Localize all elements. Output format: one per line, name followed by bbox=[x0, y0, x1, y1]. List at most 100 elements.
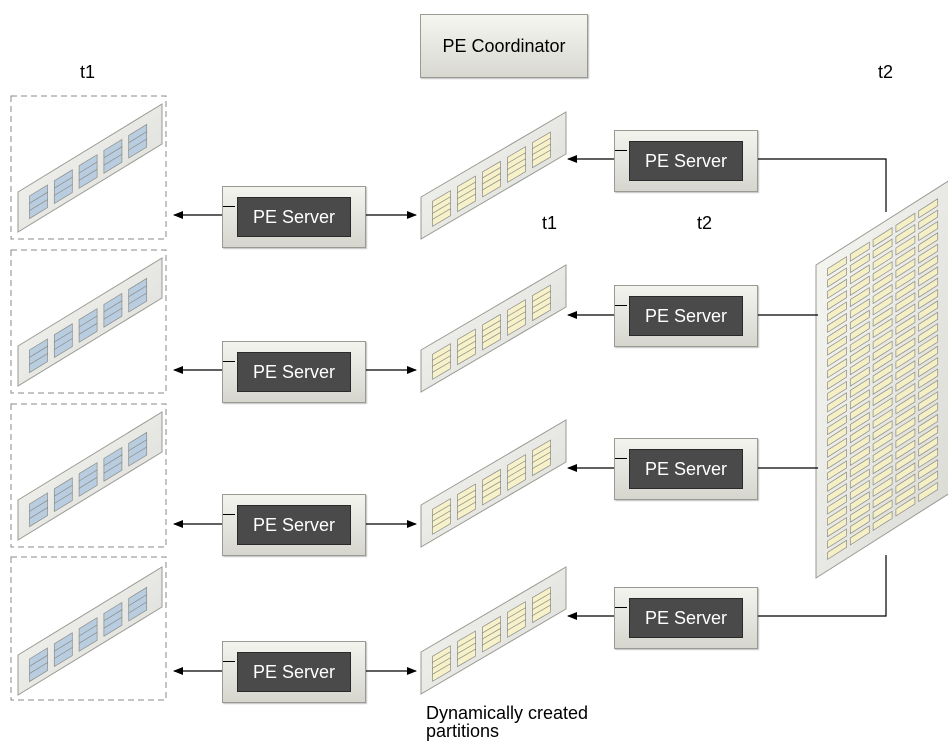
table-cell bbox=[827, 392, 847, 413]
connector-tick bbox=[223, 514, 235, 515]
table-cell bbox=[895, 371, 916, 392]
t1-mid-label: t1 bbox=[542, 213, 558, 233]
table-cell bbox=[849, 468, 870, 489]
table-cell bbox=[827, 312, 847, 334]
table-cell bbox=[457, 501, 476, 521]
table-cell bbox=[895, 496, 916, 517]
pe-server-right-3: PE Server bbox=[614, 438, 758, 500]
pe-server-label: PE Server bbox=[237, 197, 351, 237]
table-cell bbox=[895, 314, 916, 336]
table-cell bbox=[918, 277, 939, 298]
table-cell bbox=[918, 391, 939, 412]
table-cell bbox=[872, 283, 893, 305]
table-cell bbox=[827, 482, 847, 504]
table-cell bbox=[827, 267, 847, 288]
table-cell bbox=[827, 358, 847, 379]
connector-tick bbox=[615, 607, 627, 608]
pe-server-label: PE Server bbox=[237, 652, 351, 692]
pe-coordinator-box: PE Coordinator bbox=[420, 14, 588, 78]
table-cell bbox=[827, 505, 847, 526]
pe-server-right-4: PE Server bbox=[614, 587, 758, 649]
table-cell bbox=[918, 447, 939, 469]
table-cell bbox=[827, 256, 847, 277]
table-cell bbox=[53, 491, 73, 513]
table-cell bbox=[895, 337, 916, 358]
connector-tick bbox=[223, 361, 235, 362]
table-cell bbox=[849, 423, 870, 444]
pe-server-label: PE Server bbox=[629, 449, 743, 489]
table-cell bbox=[872, 249, 893, 271]
table-cell bbox=[918, 379, 939, 401]
table-cell bbox=[78, 322, 98, 343]
table-cell bbox=[895, 360, 916, 381]
table-cell bbox=[849, 264, 870, 285]
table-cell bbox=[849, 377, 870, 399]
connector-tick bbox=[223, 206, 235, 207]
table-cell bbox=[432, 663, 451, 682]
pe-server-label: PE Server bbox=[629, 141, 743, 181]
table-cell bbox=[103, 153, 123, 174]
table-cell bbox=[849, 389, 870, 410]
connector-tick bbox=[615, 150, 627, 151]
t1-table-4 bbox=[17, 566, 163, 696]
table-cell bbox=[532, 302, 551, 322]
table-cell bbox=[827, 301, 847, 322]
table-cell bbox=[872, 385, 893, 407]
table-cell bbox=[532, 149, 551, 169]
table-cell bbox=[872, 476, 893, 498]
table-cell bbox=[918, 436, 939, 457]
pe-coordinator-label: PE Coordinator bbox=[442, 36, 566, 56]
table-cell bbox=[872, 374, 893, 395]
table-cell bbox=[849, 320, 870, 342]
table-cell bbox=[457, 346, 476, 366]
table-cell bbox=[827, 324, 847, 345]
table-cell bbox=[827, 494, 847, 515]
table-cell bbox=[872, 454, 893, 475]
table-cell bbox=[482, 633, 501, 653]
table-cell bbox=[507, 317, 526, 336]
table-cell bbox=[872, 465, 893, 486]
table-cell bbox=[918, 402, 939, 423]
table-cell bbox=[849, 252, 870, 274]
table-cell bbox=[918, 254, 939, 276]
table-cell bbox=[53, 183, 73, 205]
table-cell bbox=[507, 164, 526, 183]
connector-tick bbox=[615, 458, 627, 459]
table-cell bbox=[872, 351, 893, 373]
table-cell bbox=[895, 439, 916, 460]
table-cell bbox=[872, 408, 893, 429]
table-cell bbox=[482, 331, 501, 351]
table-cell bbox=[918, 413, 939, 435]
table-cell bbox=[872, 227, 893, 248]
table-cell bbox=[895, 394, 916, 415]
table-cell bbox=[918, 345, 939, 367]
table-cell bbox=[872, 488, 893, 509]
table-cell bbox=[103, 461, 123, 482]
connector-tick bbox=[615, 305, 627, 306]
t1-partition-box-2 bbox=[10, 249, 167, 394]
table-cell bbox=[827, 471, 847, 492]
table-cell bbox=[849, 502, 870, 523]
table-cell bbox=[872, 431, 893, 452]
table-cell bbox=[29, 506, 48, 528]
table-cell bbox=[849, 309, 870, 330]
table-cell bbox=[29, 352, 48, 374]
table-cell bbox=[849, 241, 870, 262]
table-cell bbox=[827, 369, 847, 390]
table-cell bbox=[827, 460, 847, 481]
table-cell bbox=[78, 476, 98, 497]
table-cell bbox=[103, 616, 123, 637]
table-cell bbox=[432, 516, 451, 535]
table-cell bbox=[827, 528, 847, 549]
table-cell bbox=[827, 403, 847, 424]
table-cell bbox=[872, 317, 893, 339]
table-cell bbox=[128, 446, 148, 467]
table-cell bbox=[872, 419, 893, 441]
pe-server-left-2: PE Server bbox=[222, 341, 366, 403]
table-cell bbox=[29, 661, 48, 683]
table-cell bbox=[895, 280, 916, 302]
table-cell bbox=[849, 479, 870, 501]
table-cell bbox=[827, 448, 847, 470]
table-cell bbox=[849, 286, 870, 308]
